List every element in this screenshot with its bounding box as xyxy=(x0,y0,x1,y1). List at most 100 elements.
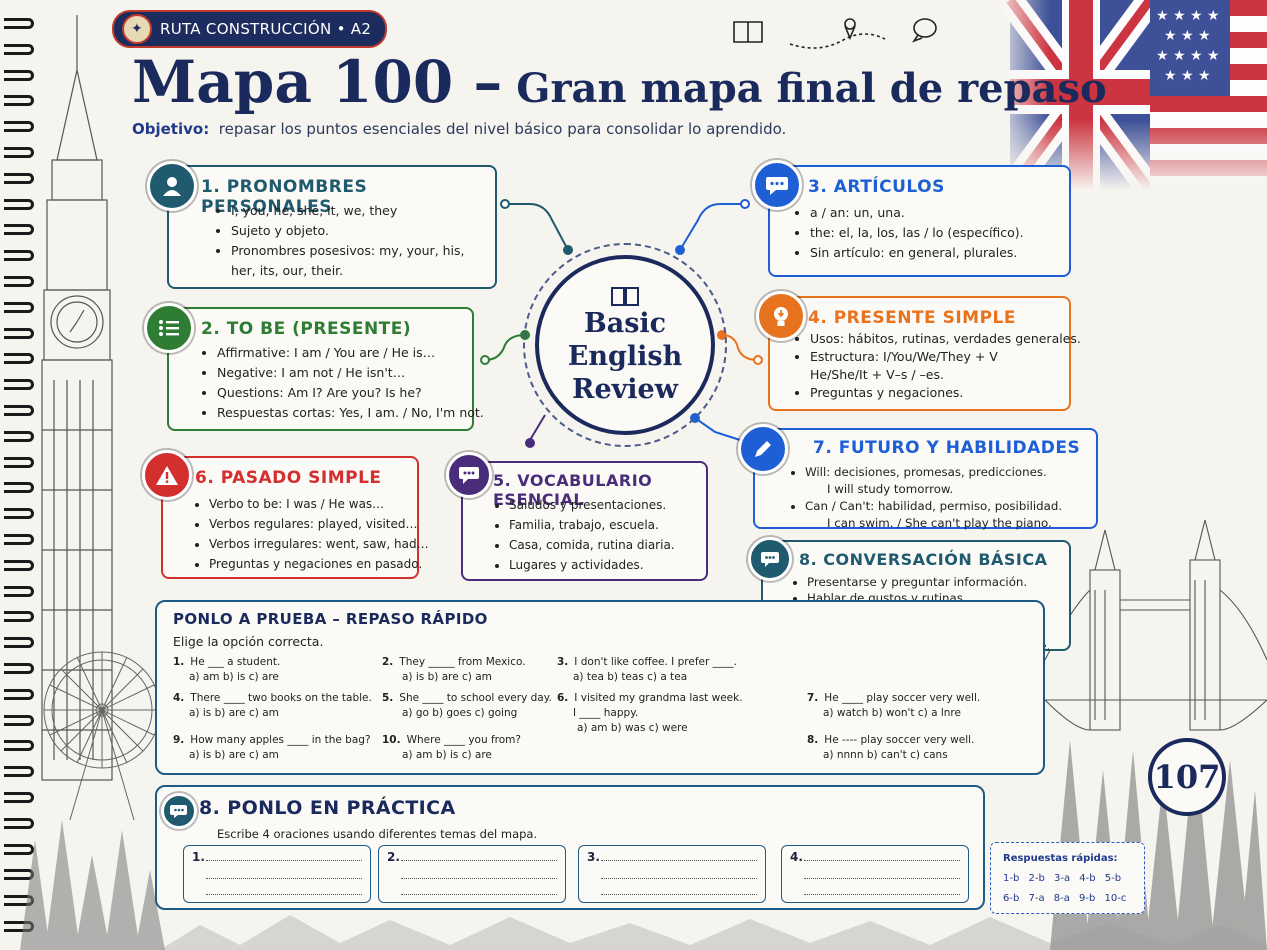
card-title: 3. ARTÍCULOS xyxy=(808,177,945,197)
quiz-section: PONLO A PRUEBA – REPASO RÁPIDO Elige la … xyxy=(155,600,1045,775)
spiral-ring xyxy=(4,43,34,55)
list-item: Sin artículo: en general, plurales. xyxy=(810,243,1090,263)
practice-box-2[interactable]: 2. xyxy=(378,845,566,903)
list-item: Affirmative: I am / You are / He is… xyxy=(217,343,497,363)
objective: Objetivo: repasar los puntos esenciales … xyxy=(132,120,786,138)
quiz-question-2: 2.They _____ from Mexico. a) is b) are c… xyxy=(382,656,526,683)
quiz-question-10: 10.Where ____ you from? a) am b) is c) a… xyxy=(382,734,521,761)
list-item: a / an: un, una. xyxy=(810,203,1090,223)
answers-row-1: 1-b 2-b 3-a 4-b 5-b xyxy=(1003,873,1122,884)
spiral-ring xyxy=(4,714,34,726)
page-title: Mapa 100 – Gran mapa final de repaso xyxy=(132,48,1107,116)
list-item: Verbos irregulares: went, saw, had… xyxy=(209,534,449,554)
book-icon xyxy=(733,21,763,43)
list-item: He/She/It + V–s / –es. xyxy=(810,367,944,382)
uk-us-flags-illustration: ★ ★ ★ ★★ ★ ★★ ★ ★ ★★ ★ ★ xyxy=(990,0,1267,190)
spiral-ring xyxy=(4,817,34,829)
svg-text:★ ★ ★: ★ ★ ★ xyxy=(1164,28,1211,44)
list-item: Will: decisiones, promesas, predicciones… xyxy=(805,464,1115,481)
list-item: Saludos y presentaciones. xyxy=(509,495,729,515)
quiz-options[interactable]: a) watch b) won't c) a lnre xyxy=(823,707,961,719)
spiral-ring xyxy=(4,250,34,262)
quiz-options[interactable]: a) is b) are c) am xyxy=(189,749,279,761)
card-title: 4. PRESENTE SIMPLE xyxy=(808,308,1016,328)
quiz-options[interactable]: a) is b) are c) am xyxy=(189,707,279,719)
compass-icon: ✦ xyxy=(122,14,152,44)
spiral-ring xyxy=(4,740,34,752)
big-ben-illustration xyxy=(41,15,113,781)
card-presente-simple: 4. PRESENTE SIMPLE Usos: hábitos, rutina… xyxy=(768,296,1081,411)
quiz-question-8: 8.He ---- play soccer very well. a) nnnn… xyxy=(807,734,975,761)
chat-icon xyxy=(748,537,792,581)
spiral-ring xyxy=(4,18,34,29)
center-circle-outline xyxy=(523,243,727,447)
spiral-ring xyxy=(4,792,34,803)
quiz-options[interactable]: a) go b) goes c) going xyxy=(402,707,518,719)
card-vocabulario: 5. VOCABULARIO ESENCIAL Saludos y presen… xyxy=(461,461,708,581)
spiral-ring xyxy=(4,688,34,700)
quiz-question-1: 1.He ___ a student. a) am b) is c) are xyxy=(173,656,281,683)
list-item: Estructura: I/You/We/They + V xyxy=(810,348,1095,366)
list-item: I, you, he, she, it, we, they xyxy=(231,201,516,221)
card-title: 2. TO BE (PRESENTE) xyxy=(201,319,412,339)
spiral-ring xyxy=(4,534,34,545)
practice-box-4[interactable]: 4. xyxy=(781,845,969,903)
spiral-ring xyxy=(4,172,34,184)
quiz-question-6: 6.I visited my grandma last week. I ____… xyxy=(557,692,743,734)
route-doodle xyxy=(733,18,937,49)
card-articulos: 3. ARTÍCULOS a / an: un, una. the: el, l… xyxy=(768,165,1071,277)
spiral-ring xyxy=(4,327,34,339)
list-item: Verbos regulares: played, visited… xyxy=(209,514,449,534)
svg-text:★ ★ ★ ★: ★ ★ ★ ★ xyxy=(1156,8,1220,24)
list-icon xyxy=(144,303,194,353)
map-pin-icon xyxy=(844,18,856,41)
quiz-question-9: 9.How many apples ____ in the bag? a) is… xyxy=(173,734,371,761)
list-item: Can / Can't: habilidad, permiso, posibil… xyxy=(805,498,1115,515)
spiral-ring xyxy=(4,663,34,674)
user-icon xyxy=(147,161,197,211)
quiz-options[interactable]: a) am b) is c) are xyxy=(402,749,492,761)
center-circle: Basic English Review xyxy=(535,255,715,435)
title-rest: Gran mapa final de repaso xyxy=(502,65,1107,112)
spiral-ring xyxy=(4,637,34,649)
chat-icon xyxy=(752,160,802,210)
list-item: Verbo to be: I was / He was… xyxy=(209,494,449,514)
list-item: Presentarse y preguntar información. xyxy=(807,574,1097,590)
spiral-ring xyxy=(4,456,34,468)
card-title: 1. PRONOMBRES PERSONALES xyxy=(201,177,368,217)
list-item: Questions: Am I? Are you? Is he? xyxy=(217,383,497,403)
quiz-title: PONLO A PRUEBA – REPASO RÁPIDO xyxy=(173,610,488,628)
quiz-options[interactable]: a) am b) is c) are xyxy=(189,671,279,683)
quiz-question-5: 5.She ____ to school every day. a) go b)… xyxy=(382,692,552,719)
list-item: Respuestas cortas: Yes, I am. / No, I'm … xyxy=(217,403,497,423)
spiral-ring xyxy=(4,405,34,416)
spiral-ring xyxy=(4,508,34,520)
quiz-options[interactable]: a) nnnn b) can't c) cans xyxy=(823,749,948,761)
quick-answers: Respuestas rápidas: 1-b 2-b 3-a 4-b 5-b … xyxy=(990,842,1145,914)
quiz-options[interactable]: a) tea b) teas c) a tea xyxy=(573,671,688,683)
card-title: 6. PASADO SIMPLE xyxy=(195,468,382,488)
spiral-binding xyxy=(0,0,40,950)
practice-title: 8. PONLO EN PRÁCTICA xyxy=(199,797,456,819)
spiral-ring xyxy=(4,353,34,365)
route-badge: ✦ RUTA CONSTRUCCIÓN • A2 xyxy=(112,10,388,48)
spiral-ring xyxy=(4,147,34,158)
practice-box-1[interactable]: 1. xyxy=(183,845,371,903)
spiral-ring xyxy=(4,69,34,81)
card-futuro: 7. FUTURO Y HABILIDADES Will: decisiones… xyxy=(753,428,1098,530)
spiral-ring xyxy=(4,224,34,236)
quiz-options[interactable]: a) am b) was c) were xyxy=(577,722,688,734)
practice-section: 8. PONLO EN PRÁCTICA Escribe 4 oraciones… xyxy=(155,785,985,910)
spiral-ring xyxy=(4,766,34,778)
route-badge-label: RUTA CONSTRUCCIÓN • A2 xyxy=(160,20,372,38)
card-title: 5. VOCABULARIO ESENCIAL xyxy=(493,471,653,509)
list-item: Preguntas y negaciones. xyxy=(810,384,1095,402)
chat-icon xyxy=(446,452,492,498)
quiz-options[interactable]: a) is b) are c) am xyxy=(402,671,492,683)
answers-title: Respuestas rápidas: xyxy=(1003,853,1118,864)
spiral-ring xyxy=(4,843,34,855)
practice-box-3[interactable]: 3. xyxy=(578,845,766,903)
spiral-ring xyxy=(4,198,34,210)
page-number: 107 xyxy=(1148,738,1226,816)
list-item: I will study tomorrow. xyxy=(827,482,954,496)
